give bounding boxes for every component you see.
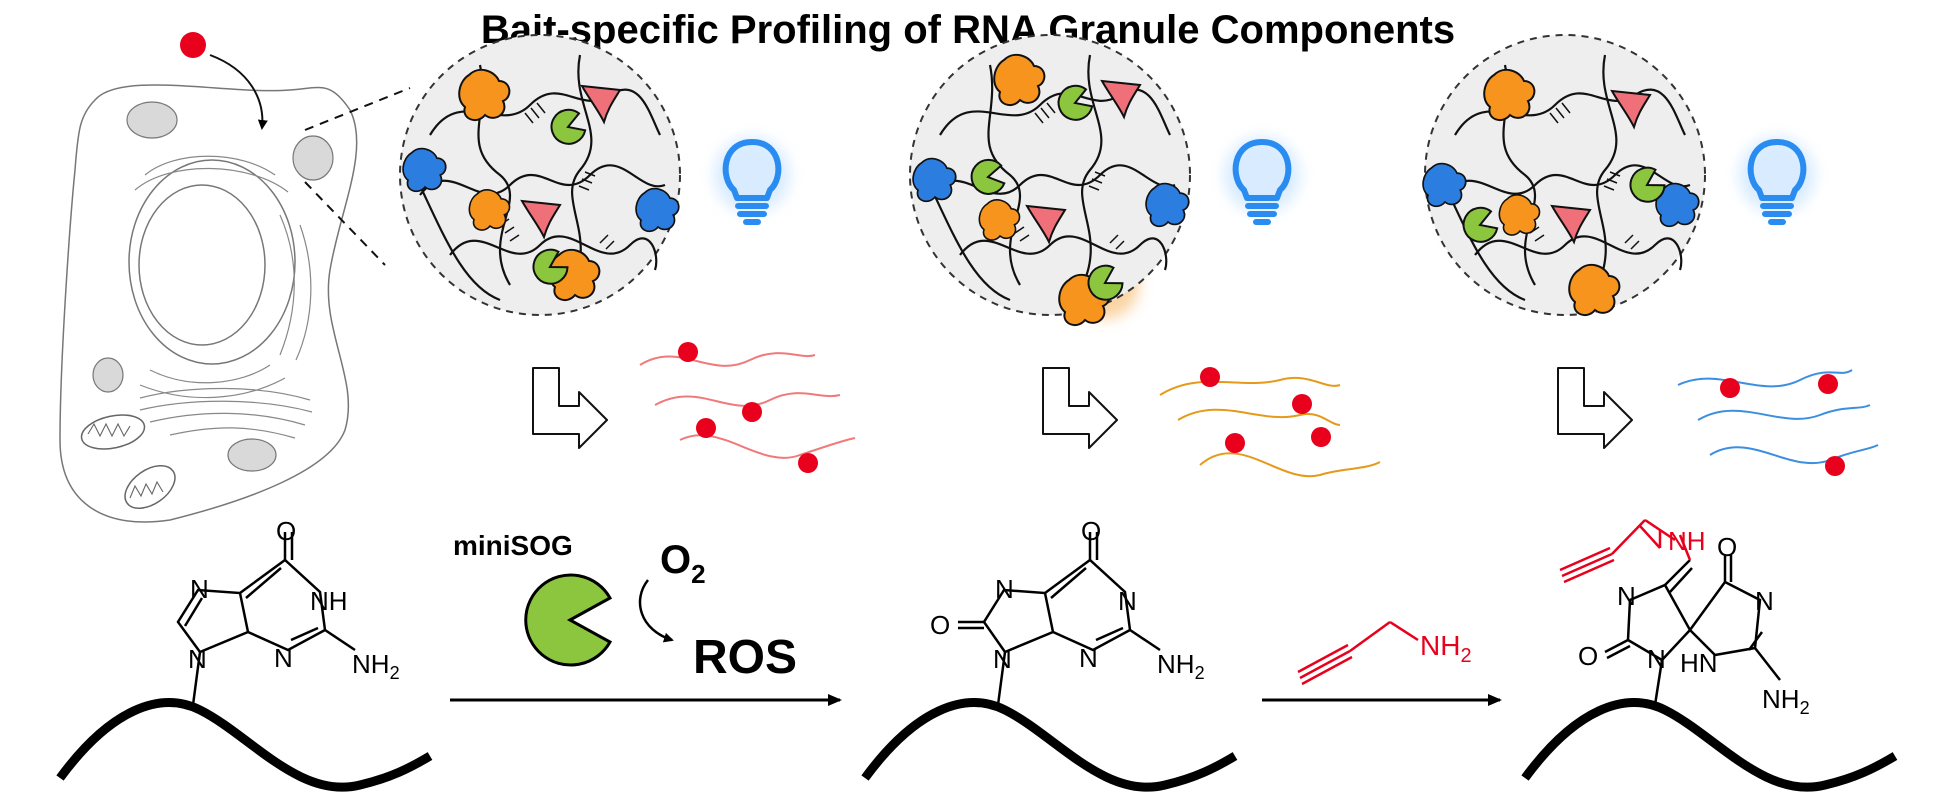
ros-arrow: [638, 579, 674, 643]
propargyl-arm: [1559, 518, 1692, 584]
probe-dot: [1200, 367, 1331, 453]
atom-label: O: [1081, 516, 1101, 546]
probe-dot: [180, 32, 206, 58]
atom-label: O: [1578, 641, 1598, 671]
guanine-structure: [176, 532, 356, 706]
oxoguanine-structure: [958, 532, 1161, 706]
arrow-bend-icon: [532, 367, 608, 449]
amine-label: NH2: [1420, 630, 1472, 667]
atom-label: N: [188, 644, 207, 674]
propargylamine-structure: [1297, 620, 1419, 686]
arrow-bend-icon: [1042, 367, 1118, 449]
atom-label: N: [1647, 644, 1666, 674]
enzyme-label: miniSOG: [453, 530, 573, 561]
labeled-rna-orange: [1159, 376, 1381, 478]
probe-dot: [1720, 374, 1845, 476]
atom-label: NH2: [1157, 649, 1205, 683]
atom-label: NH2: [352, 649, 400, 683]
arrow-bend-icon: [1557, 367, 1633, 449]
atom-label: N: [274, 643, 293, 673]
ros-label: ROS: [693, 631, 797, 684]
atom-label: O: [1717, 532, 1737, 562]
atom-label: N: [1617, 581, 1636, 611]
atom-label: N: [1755, 586, 1774, 616]
granule-red: [398, 33, 682, 317]
rna-backbone: [56, 698, 1898, 792]
lightbulb-icon: [714, 137, 790, 222]
atom-label: O: [930, 610, 950, 640]
figure-title: Bait-specific Profiling of RNA Granule C…: [480, 8, 1456, 52]
labeled-rna-blue: [1677, 369, 1879, 465]
cell-diagram-icon: [59, 32, 411, 523]
granule-blue: [1422, 33, 1707, 317]
atom-label: N: [190, 574, 209, 604]
granule-orange: [908, 33, 1192, 327]
atom-label: N: [995, 574, 1014, 604]
minisog-pacman-icon: [524, 573, 613, 667]
atom-label: NH: [310, 586, 348, 616]
lightbulb-icon: [1224, 137, 1300, 222]
product-nh-label: NH: [1668, 526, 1706, 556]
oxygen-label: O2: [660, 538, 706, 589]
atom-label: N: [1079, 643, 1098, 673]
probe-dot: [678, 342, 818, 473]
atom-label: NH2: [1762, 684, 1810, 718]
atom-label: N: [1118, 586, 1137, 616]
atom-label: O: [276, 516, 296, 546]
atom-label: N: [993, 644, 1012, 674]
lightbulb-icon: [1739, 137, 1815, 222]
atom-label: HN: [1680, 648, 1718, 678]
spiro-product-structure: [1604, 555, 1781, 706]
